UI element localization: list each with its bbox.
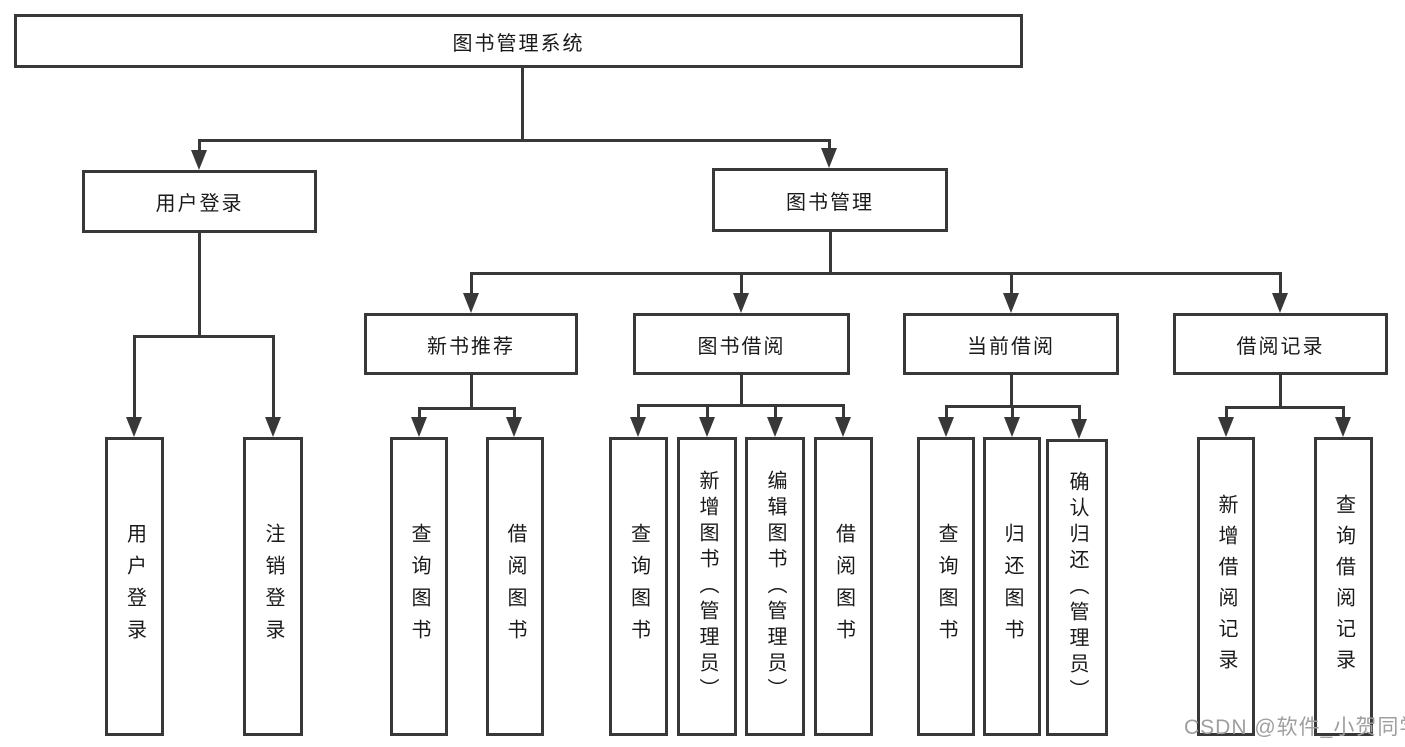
arrow-down-icon — [767, 417, 783, 437]
connector-drop — [1342, 407, 1345, 419]
arrow-down-icon — [733, 293, 749, 313]
arrow-down-icon — [821, 148, 837, 168]
leaf-logout: 注销登录 — [243, 437, 303, 736]
connector-drop — [1078, 406, 1081, 421]
node-new-book-recommend: 新书推荐 — [364, 313, 578, 375]
node-label: 借阅记录 — [1236, 335, 1325, 358]
node-book-borrowing: 图书借阅 — [633, 313, 850, 375]
node-label: 借阅图书 — [504, 522, 526, 651]
connector-stem — [470, 375, 473, 410]
connector-drop — [945, 406, 948, 419]
node-label: 用户登录 — [155, 193, 244, 215]
connector-stem — [1010, 375, 1013, 408]
leaf-confirm-return-admin: 确认归还（管理员） — [1046, 439, 1108, 736]
connector-bar — [198, 139, 831, 142]
leaf-current-query-books: 查询图书 — [917, 437, 975, 736]
arrow-down-icon — [506, 417, 522, 437]
connector-stem — [521, 68, 524, 142]
connector-drop — [418, 408, 421, 419]
leaf-borrowing-borrow-books: 借阅图书 — [814, 437, 873, 736]
node-label: 用户登录 — [123, 522, 146, 651]
node-label: 新增图书（管理员） — [696, 469, 718, 704]
arrow-down-icon — [938, 417, 954, 437]
connector-drop — [828, 140, 831, 150]
leaf-recommend-query-books: 查询图书 — [390, 437, 448, 736]
node-label: 查询图书 — [627, 522, 650, 651]
arrow-down-icon — [1071, 419, 1087, 439]
connector-bar — [637, 404, 845, 407]
leaf-borrowing-query-books: 查询图书 — [609, 437, 668, 736]
node-current-borrowing: 当前借阅 — [903, 313, 1119, 375]
arrow-down-icon — [1272, 293, 1288, 313]
node-label: 确认归还（管理员） — [1066, 470, 1088, 705]
arrow-down-icon — [630, 417, 646, 437]
arrow-down-icon — [411, 417, 427, 437]
node-label: 查询图书 — [935, 522, 957, 651]
connector-stem — [740, 375, 743, 407]
arrow-down-icon — [1003, 293, 1019, 313]
connector-drop — [133, 336, 136, 419]
connector-drop — [740, 273, 743, 295]
node-label: 新书推荐 — [427, 335, 515, 358]
leaf-recommend-borrow-books: 借阅图书 — [486, 437, 544, 736]
node-label: 新增借阅记录 — [1215, 493, 1237, 680]
node-label: 图书管理 — [786, 191, 874, 214]
node-label: 图书借阅 — [697, 335, 786, 358]
arrow-down-icon — [1004, 417, 1020, 437]
arrow-down-icon — [191, 150, 207, 170]
node-user-login: 用户登录 — [82, 170, 317, 233]
connector-drop — [513, 408, 516, 419]
connector-bar — [470, 272, 1282, 275]
connector-drop — [1279, 273, 1282, 295]
leaf-edit-books-admin: 编辑图书（管理员） — [745, 437, 805, 736]
connector-drop — [637, 405, 640, 419]
arrow-down-icon — [1335, 417, 1351, 437]
node-label: 查询图书 — [408, 522, 430, 651]
connector-bar — [133, 335, 275, 338]
connector-drop — [842, 405, 845, 419]
connector-drop — [774, 405, 777, 419]
connector-drop — [1010, 273, 1013, 295]
node-borrow-records: 借阅记录 — [1173, 313, 1388, 375]
node-label: 编辑图书（管理员） — [764, 469, 786, 704]
connector-drop — [1011, 406, 1014, 419]
leaf-user-login: 用户登录 — [105, 437, 164, 736]
arrow-down-icon — [699, 417, 715, 437]
connector-drop — [272, 336, 275, 419]
connector-bar — [418, 407, 516, 410]
node-label: 当前借阅 — [967, 335, 1055, 358]
arrow-down-icon — [463, 293, 479, 313]
connector-drop — [470, 273, 473, 295]
connector-drop — [198, 140, 201, 152]
connector-stem — [1279, 375, 1282, 409]
arrow-down-icon — [265, 417, 281, 437]
leaf-query-borrow-record: 查询借阅记录 — [1314, 437, 1373, 736]
node-book-management: 图书管理 — [712, 168, 948, 232]
connector-stem — [198, 233, 201, 338]
arrow-down-icon — [835, 417, 851, 437]
arrow-down-icon — [126, 417, 142, 437]
node-label: 注销登录 — [262, 522, 284, 651]
leaf-return-books: 归还图书 — [983, 437, 1041, 736]
node-library-management-system: 图书管理系统 — [14, 14, 1023, 68]
node-label: 借阅图书 — [832, 522, 855, 651]
node-label: 图书管理系统 — [452, 32, 585, 55]
leaf-add-books-admin: 新增图书（管理员） — [677, 437, 737, 736]
node-label: 查询借阅记录 — [1332, 493, 1355, 680]
connector-drop — [1225, 407, 1228, 419]
connector-drop — [706, 405, 709, 419]
leaf-add-borrow-record: 新增借阅记录 — [1197, 437, 1255, 736]
connector-bar — [1225, 406, 1345, 409]
connector-stem — [829, 232, 832, 275]
watermark: CSDN @软件_小贺同学 — [1184, 716, 1405, 739]
node-label: 归还图书 — [1001, 522, 1023, 651]
arrow-down-icon — [1218, 417, 1234, 437]
